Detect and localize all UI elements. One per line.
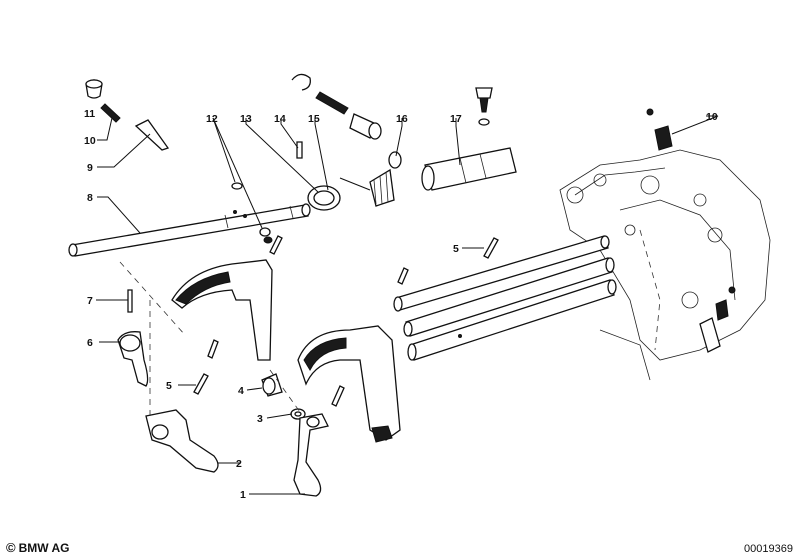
callout-4: 4 [238, 385, 244, 397]
ring-15 [307, 185, 341, 211]
callout-9: 9 [87, 162, 93, 174]
lever-1 [293, 413, 329, 497]
leader-lines [96, 115, 719, 495]
callout-6: 6 [87, 337, 93, 349]
callout-11: 11 [84, 108, 95, 120]
shift-fork-middle [297, 325, 401, 443]
detent-parts-right [699, 286, 736, 353]
shaft-b [403, 257, 615, 337]
transmission-housing [559, 149, 771, 381]
pin-5-lower [193, 373, 209, 395]
brand-name: BMW AG [18, 540, 70, 555]
callout-16: 16 [396, 113, 408, 125]
pin-small-left [207, 339, 219, 359]
detent-pin-9 [134, 119, 170, 151]
screw-top [475, 87, 493, 126]
spring-top-middle [315, 91, 349, 115]
spring-13 [339, 168, 395, 207]
callout-5-upper: 5 [453, 243, 459, 255]
pin-14 [296, 141, 303, 159]
callout-14: 14 [274, 113, 286, 125]
shaft-a [393, 235, 610, 312]
callout-1: 1 [240, 489, 246, 501]
plunger-top-middle [349, 113, 382, 140]
diagram-number: 00019369 [744, 543, 793, 555]
screw-12 [231, 182, 273, 244]
pin-mid [331, 385, 345, 407]
circlip-top [291, 73, 311, 91]
link-16 [388, 151, 402, 169]
callout-2: 2 [236, 458, 242, 470]
spring-10-left [100, 103, 121, 123]
pin-7 [127, 289, 133, 313]
copyright-icon: © [6, 540, 16, 555]
pin-mid-upper [269, 235, 283, 255]
cap-11 [85, 79, 103, 99]
shaft-17 [421, 147, 517, 191]
callout-10-left: 10 [84, 135, 96, 147]
callout-5-lower: 5 [166, 380, 172, 392]
copyright-notice: © BMW AG [6, 540, 69, 555]
bolt-4 [261, 373, 283, 397]
spring-10-right [654, 125, 673, 151]
pin-near-shafts [397, 267, 409, 285]
shift-fork-left [171, 259, 273, 361]
lever-2 [145, 409, 219, 473]
callout-7: 7 [87, 295, 93, 307]
lever-6 [117, 331, 149, 387]
callout-13: 13 [240, 113, 252, 125]
callout-12: 12 [206, 113, 218, 125]
callout-10-right: 10 [706, 111, 718, 123]
washer-3 [290, 408, 306, 420]
callout-15: 15 [308, 113, 320, 125]
guide-line-1 [119, 261, 186, 336]
pin-5-upper [483, 237, 499, 259]
selector-shaft-8 [68, 203, 311, 257]
callout-8: 8 [87, 192, 93, 204]
callout-17: 17 [450, 113, 462, 125]
callout-3: 3 [257, 413, 263, 425]
shaft-c [407, 279, 617, 361]
guide-line-3 [269, 369, 301, 413]
cap-right [646, 108, 654, 116]
